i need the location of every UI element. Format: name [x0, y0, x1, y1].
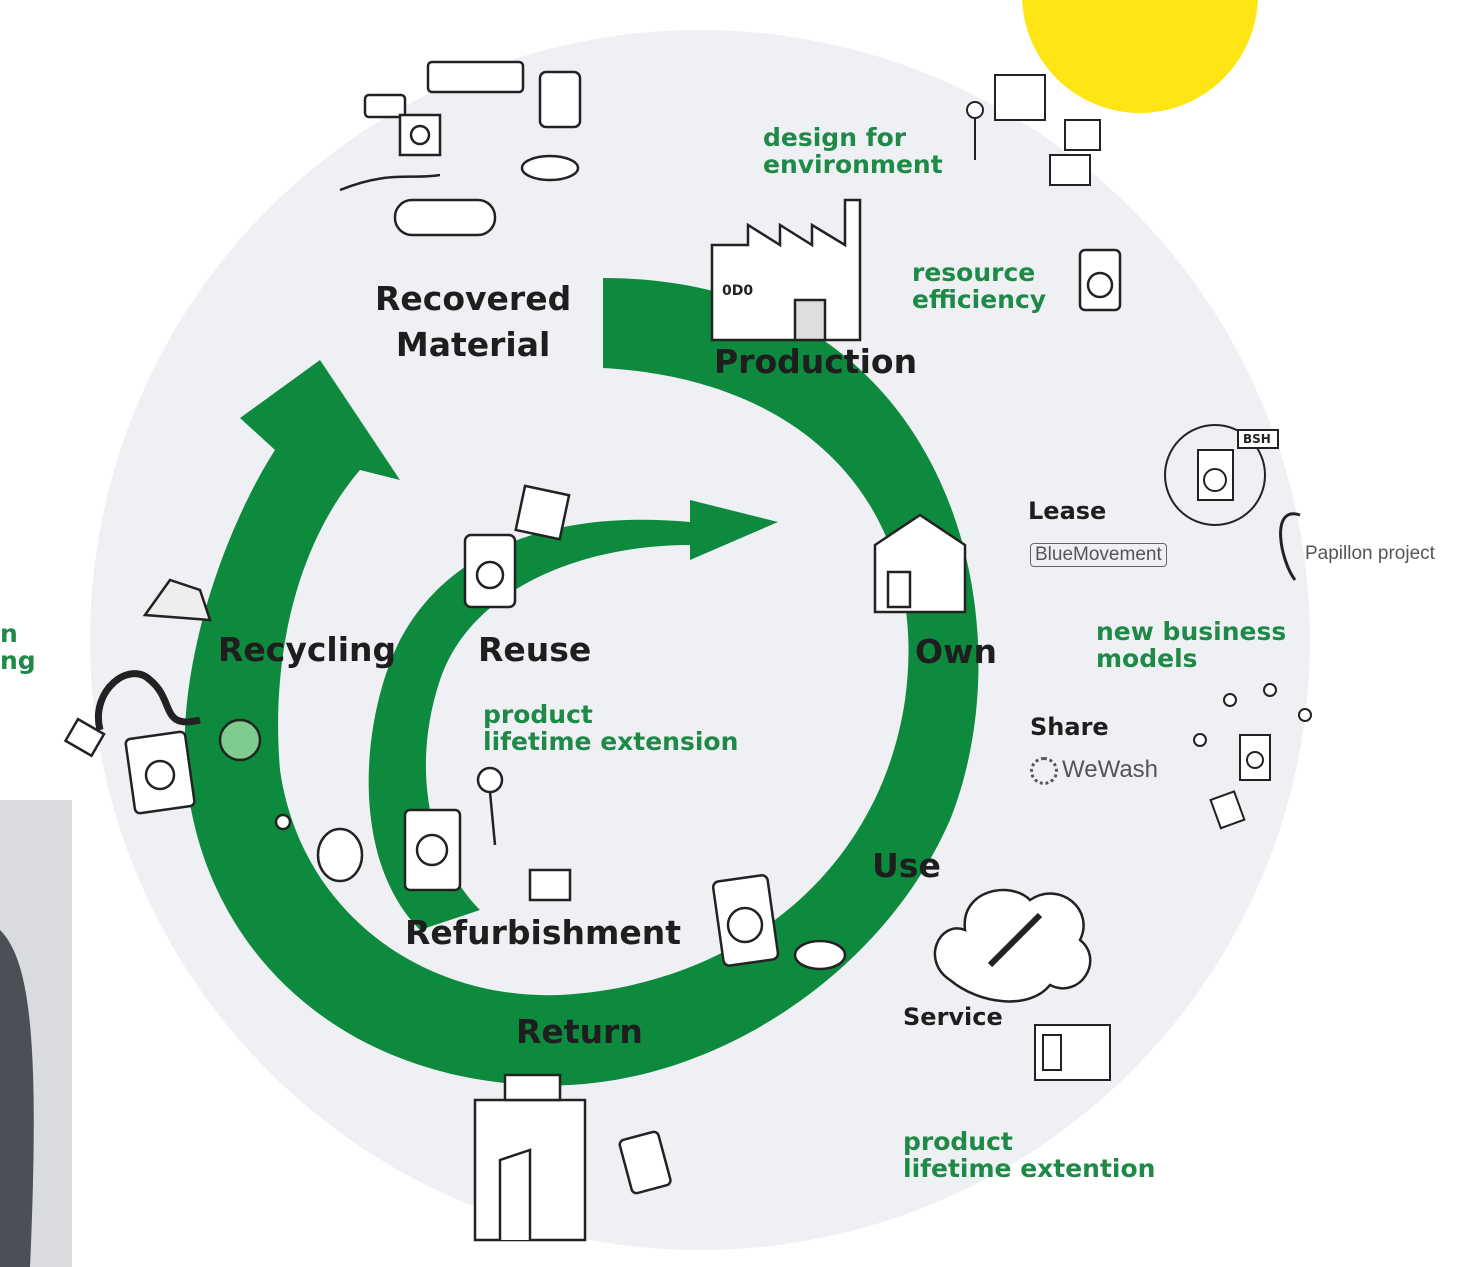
lease-cycle-sketch — [1164, 424, 1301, 581]
label-reuse: Reuse — [478, 630, 592, 669]
house-sketch — [873, 513, 967, 614]
yellow-circle — [1022, 0, 1258, 113]
papillon-project-label: Papillon project — [1305, 543, 1435, 564]
label-share: Share — [1030, 713, 1109, 741]
return-box-sketch — [473, 1073, 672, 1242]
label-refurbishment: Refurbishment — [405, 913, 682, 952]
service-cloud-sketch — [933, 888, 1092, 1003]
factory-windows: 0D0 — [722, 283, 754, 299]
annotation-design-for-environment: design for environment — [763, 123, 943, 179]
label-return: Return — [516, 1012, 643, 1051]
label-lease: Lease — [1028, 497, 1107, 525]
label-recycling: Recycling — [218, 630, 397, 669]
bluemovement-logo: BlueMovement — [1030, 543, 1167, 567]
service-monitor-sketch — [1034, 1024, 1111, 1081]
label-recovered-material: Recovered Material — [375, 279, 572, 364]
reuse-washer-sketch — [463, 484, 571, 609]
label-own: Own — [915, 632, 998, 671]
wewash-text: WeWash — [1062, 756, 1159, 783]
factory-sketch — [710, 198, 862, 342]
label-service: Service — [903, 1003, 1003, 1031]
washer-icon-resource — [1078, 248, 1122, 312]
label-production: Production — [714, 342, 918, 381]
annotation-product-lifetime-extension: product lifetime extension — [483, 700, 739, 756]
share-sketch — [1193, 683, 1312, 830]
annotation-cut-left: n ng — [0, 619, 36, 675]
recovered-material-sketch — [339, 60, 582, 237]
person-photo-shirt — [0, 930, 34, 1267]
annotation-new-business-models: new business models — [1096, 617, 1287, 673]
use-washer-sketch — [711, 874, 847, 971]
recycling-sketch — [63, 578, 364, 883]
label-use: Use — [872, 846, 941, 885]
annotation-resource-efficiency: resource efficiency — [912, 258, 1047, 314]
refurbishment-sketch — [403, 766, 572, 902]
annotation-product-lifetime-extention: product lifetime extention — [903, 1127, 1156, 1183]
wewash-logo: WeWash — [1030, 756, 1158, 785]
bsh-tag: BSH — [1243, 432, 1271, 446]
design-sketch — [966, 74, 1101, 186]
wewash-icon — [1030, 756, 1058, 785]
